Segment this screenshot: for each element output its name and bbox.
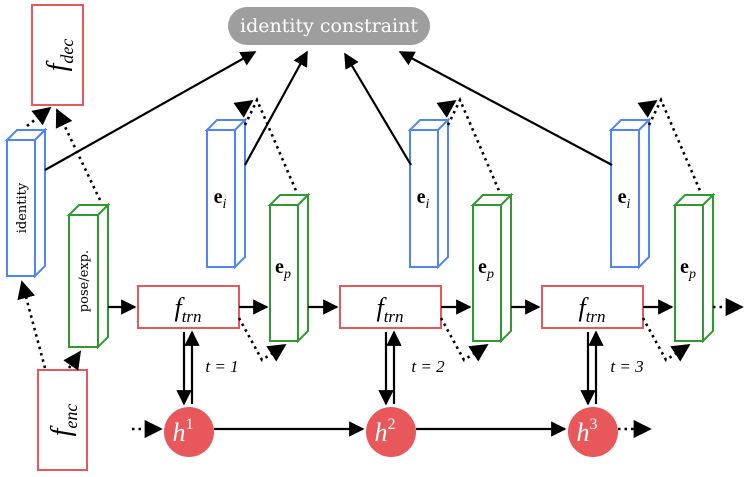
svg-text:ftrn: ftrn — [578, 293, 605, 326]
svg-text:ftrn: ftrn — [376, 293, 403, 326]
svg-text:ep: ep — [680, 256, 696, 282]
svg-text:ei: ei — [417, 186, 430, 212]
arrow-ei1-to-constraint — [244, 50, 308, 166]
svg-text:ftrn: ftrn — [174, 293, 201, 326]
f-enc-box: fenc — [37, 369, 88, 471]
f-dec-box: fdec — [31, 4, 84, 106]
e-p-block-2: ep — [470, 192, 514, 344]
e-i-block-3: ei — [608, 117, 652, 270]
dotted-arrows — [17, 96, 744, 439]
svg-text:h2: h2 — [375, 416, 396, 447]
svg-text:ei: ei — [618, 186, 631, 212]
pose-exp-label: pose/exp. — [77, 250, 92, 312]
e-p-block-3: ep — [672, 192, 716, 344]
f-trn-box-1: ftrn — [137, 285, 240, 329]
f-enc-label: fenc — [46, 404, 81, 437]
identity-code-block: identity — [4, 127, 48, 279]
double-arrows — [176, 330, 604, 406]
svg-text:ei: ei — [214, 186, 227, 212]
e-p-block-1: ep — [267, 192, 311, 344]
timestep-label-2: t = 2 — [411, 357, 445, 376]
timestep-label-1: t = 1 — [205, 357, 238, 376]
hidden-state-2: h2 — [366, 407, 416, 457]
solid-arrows — [44, 50, 674, 437]
pose-exp-code-block: pose/exp. — [66, 202, 111, 350]
f-dec-label: fdec — [42, 39, 77, 72]
timestep-label-3: t = 3 — [610, 357, 643, 376]
f-trn-box-2: ftrn — [339, 285, 442, 329]
e-i-block-1: ei — [204, 117, 248, 270]
identity-constraint-label: identity constraint — [240, 15, 418, 37]
svg-text:ep: ep — [275, 256, 291, 282]
arrow-identity-to-constraint — [44, 51, 257, 171]
e-i-block-2: ei — [407, 117, 451, 270]
arrow-ei2-to-constraint — [344, 52, 412, 166]
arrow-ei3-to-constraint — [398, 51, 613, 166]
svg-text:ep: ep — [478, 256, 494, 282]
svg-text:h1: h1 — [173, 416, 194, 447]
identity-constraint-node: identity constraint — [228, 7, 430, 45]
f-trn-box-3: ftrn — [541, 285, 644, 329]
svg-text:h3: h3 — [577, 416, 598, 447]
identity-label: identity — [15, 182, 30, 233]
hidden-state-1: h1 — [164, 407, 214, 457]
hidden-state-3: h3 — [568, 407, 618, 457]
